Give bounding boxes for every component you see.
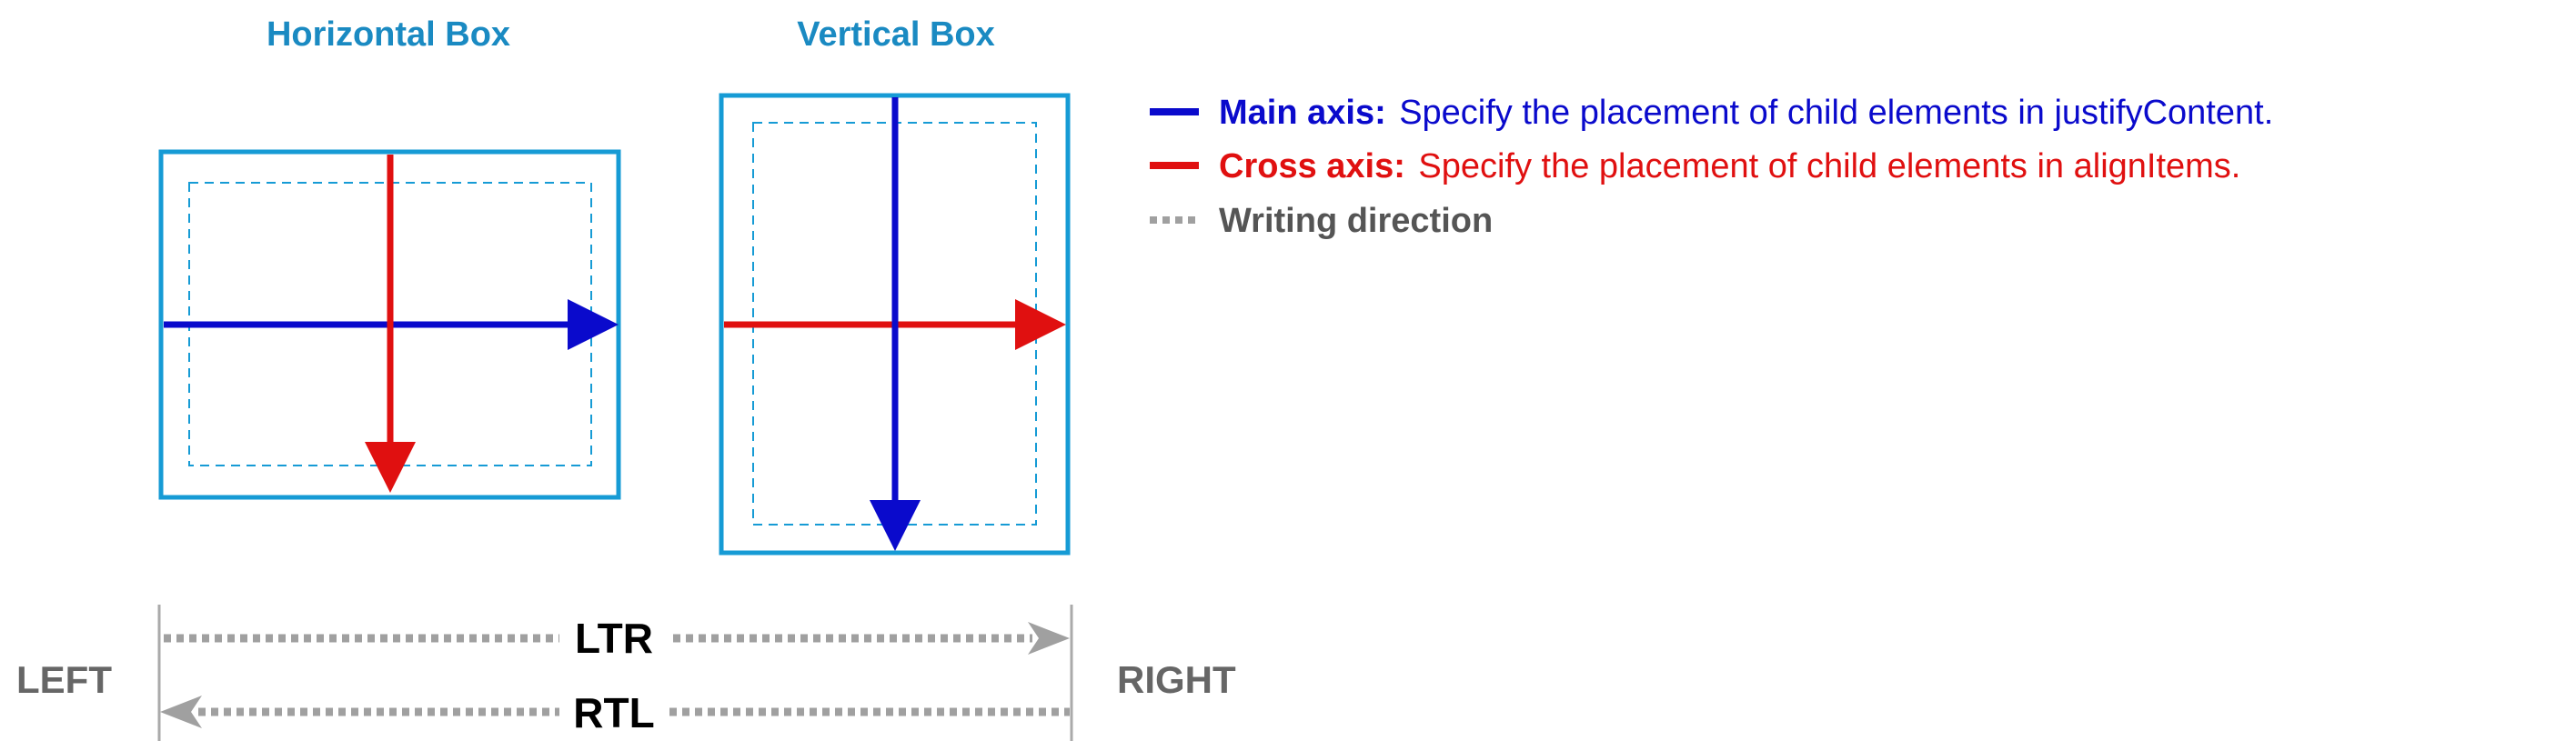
rtl-label-bg bbox=[559, 684, 669, 735]
ltr-label: LTR bbox=[575, 615, 653, 662]
cross-axis-description: Specify the placement of child elements … bbox=[1418, 147, 2240, 185]
vertical-box-title: Vertical Box bbox=[797, 15, 995, 54]
horizontal-box-title: Horizontal Box bbox=[267, 15, 510, 54]
legend: Main axis: Specify the placement of chil… bbox=[1150, 94, 2273, 240]
cross-axis-term: Cross axis: bbox=[1219, 147, 1405, 185]
ltr-arrow-head bbox=[1028, 622, 1070, 655]
vertical-box bbox=[719, 93, 1071, 556]
rtl-label: RTL bbox=[573, 689, 654, 736]
writing-direction-label: Writing direction bbox=[1219, 202, 1493, 240]
ltr-label-bg bbox=[559, 609, 669, 660]
left-label: LEFT bbox=[16, 658, 112, 701]
right-label: RIGHT bbox=[1117, 658, 1236, 701]
horizontal-box bbox=[158, 149, 621, 500]
cross-axis-legend-text: Cross axis: Specify the placement of chi… bbox=[1219, 147, 2240, 185]
rtl-arrow-head bbox=[160, 696, 202, 728]
main-axis-description: Specify the placement of child elements … bbox=[1399, 94, 2273, 132]
main-axis-term: Main axis: bbox=[1219, 94, 1386, 132]
writing-direction: LTR RTL LEFT RIGHT bbox=[16, 605, 1236, 741]
vertical-box-outer bbox=[719, 93, 1071, 556]
horizontal-box-outer bbox=[158, 149, 621, 500]
main-axis-legend-text: Main axis: Specify the placement of chil… bbox=[1219, 94, 2273, 132]
